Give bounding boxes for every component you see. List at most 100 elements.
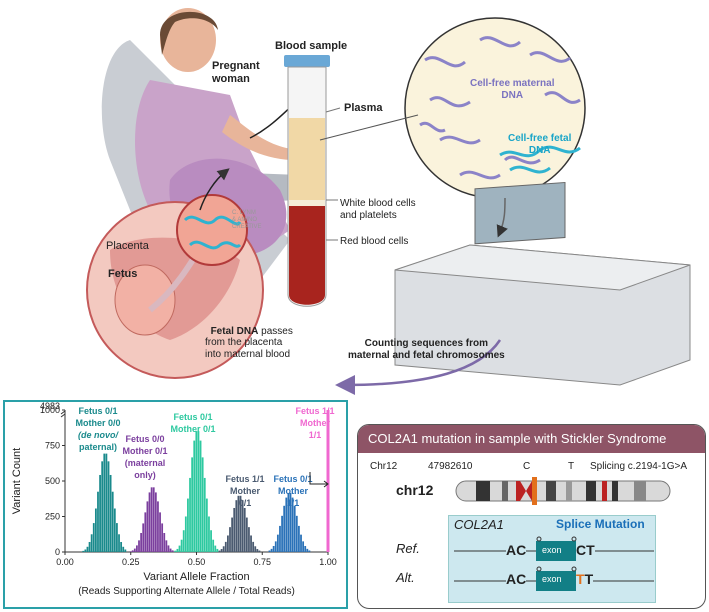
dna-zoom-circle [404, 17, 586, 199]
label-fetal-passes-rest: passes from the placenta into maternal b… [205, 325, 293, 360]
group-label: Mother [278, 486, 308, 496]
histogram-bar [159, 512, 161, 552]
histogram-bar [289, 492, 292, 552]
histogram-bar [122, 546, 125, 552]
histogram-bar [138, 540, 140, 552]
label-pregnant-woman: Pregnant woman [212, 60, 260, 85]
histogram-bar [250, 535, 252, 552]
histogram-bar [199, 440, 202, 552]
label-plasma: Plasma [344, 102, 383, 114]
histogram-bar [214, 545, 217, 552]
histogram-bar [107, 461, 110, 552]
histogram-bar [94, 508, 97, 552]
y-axis-label: Variant Count [11, 448, 23, 514]
histogram-bar [146, 501, 149, 552]
histogram-bar [248, 527, 250, 552]
histogram-bar [281, 515, 283, 552]
sequencer-screen [474, 181, 566, 245]
label-blood-sample: Blood sample [275, 40, 348, 52]
group-label: 1/1 [287, 498, 300, 508]
histogram-bar [189, 477, 191, 552]
histogram-bar [293, 505, 296, 552]
histogram-bar [326, 410, 330, 552]
x-tick-label: 0.50 [188, 557, 206, 567]
x-tick-label: 1.00 [319, 557, 337, 567]
group-label: Fetus 0/1 [173, 412, 212, 422]
histogram-bar [148, 492, 151, 552]
histogram-bar [180, 539, 183, 552]
histogram-bar [241, 500, 244, 552]
x-tick-label: 0.25 [122, 557, 140, 567]
histogram-bar [229, 527, 231, 552]
histogram-bar [256, 549, 259, 552]
label-fetal-passes-bold: Fetal DNA [210, 325, 259, 337]
histogram-bar [116, 523, 118, 552]
histogram-bar [212, 539, 215, 552]
group-note: (de novo/ [78, 430, 119, 440]
histogram-bar [272, 545, 275, 552]
splice-diagram [454, 536, 654, 591]
chr-position: 47982610 [428, 461, 473, 472]
histogram-bar [291, 497, 294, 552]
histogram-bar [167, 545, 170, 552]
histogram-bar [285, 497, 288, 552]
group-label: Mother 0/1 [122, 446, 167, 456]
blood-tube-buffy [289, 200, 325, 206]
alt-label: Alt. [396, 570, 415, 585]
label-white-cells: White blood cells and platelets [340, 198, 416, 221]
histogram-bar [142, 523, 145, 552]
histogram-bar [193, 440, 196, 552]
alt-base: T [568, 461, 575, 472]
histogram-bar [302, 541, 305, 552]
histogram-bar [163, 532, 166, 552]
group-label: Mother [300, 418, 330, 428]
x-tick-label: 0.00 [56, 557, 74, 567]
mutation-panel: COL2A1 mutation in sample with Stickler … [357, 424, 706, 609]
histogram-bar [308, 550, 311, 552]
histogram-bar [218, 550, 221, 552]
chr12-label: chr12 [396, 482, 434, 498]
y-tick-label: 500 [45, 476, 60, 486]
label-maternal-dna: Cell-free maternal DNA [470, 78, 555, 101]
woman-head [160, 8, 216, 72]
woman-arm [222, 115, 305, 161]
arrow-to-sequencer [496, 197, 508, 238]
group-note: (maternal [125, 458, 166, 468]
group-label: Mother [230, 486, 260, 496]
histogram-bar [222, 546, 225, 552]
histogram-bar [227, 535, 229, 552]
group-label: Fetus 0/1 [78, 406, 117, 416]
histogram-bar [191, 457, 194, 552]
alt-right-base: T [584, 571, 594, 587]
blood-tube-plasma [289, 118, 325, 200]
histogram-bar [283, 505, 286, 552]
zoom-line-1 [319, 114, 419, 141]
histogram-bar [144, 512, 147, 552]
histogram-bar [216, 548, 219, 552]
histogram-bar [84, 549, 87, 552]
histogram-bar [239, 495, 242, 552]
prenatal-illustration [86, 8, 691, 395]
histogram-bar [245, 517, 248, 552]
mutation-panel-title: COL2A1 mutation in sample with Stickler … [358, 425, 705, 453]
label-watermark: C. LYNM & AMINO CREATIVE [232, 210, 262, 230]
blood-tube-cap [284, 55, 330, 67]
zoom-circle-blood [176, 194, 248, 266]
group-label: Mother 0/1 [170, 424, 215, 434]
histogram-bar [157, 501, 159, 552]
group-label: Fetus 1/1 [225, 474, 264, 484]
histogram-bar [171, 550, 174, 552]
histogram-bar [113, 508, 116, 552]
gene-label: COL2A1 [454, 517, 504, 532]
histogram-bar [169, 548, 172, 552]
histogram-bar [120, 541, 123, 552]
histogram-bar [258, 550, 261, 552]
histogram-bar [133, 548, 136, 552]
histogram-bar [279, 525, 281, 552]
splicing-label: Splicing c.2194-1G>A [590, 461, 688, 472]
group-label: 1/1 [309, 430, 322, 440]
histogram-bar [92, 523, 95, 552]
histogram-bar [176, 548, 179, 552]
histogram-bar [235, 500, 238, 552]
label-placenta: Placenta [106, 240, 149, 252]
